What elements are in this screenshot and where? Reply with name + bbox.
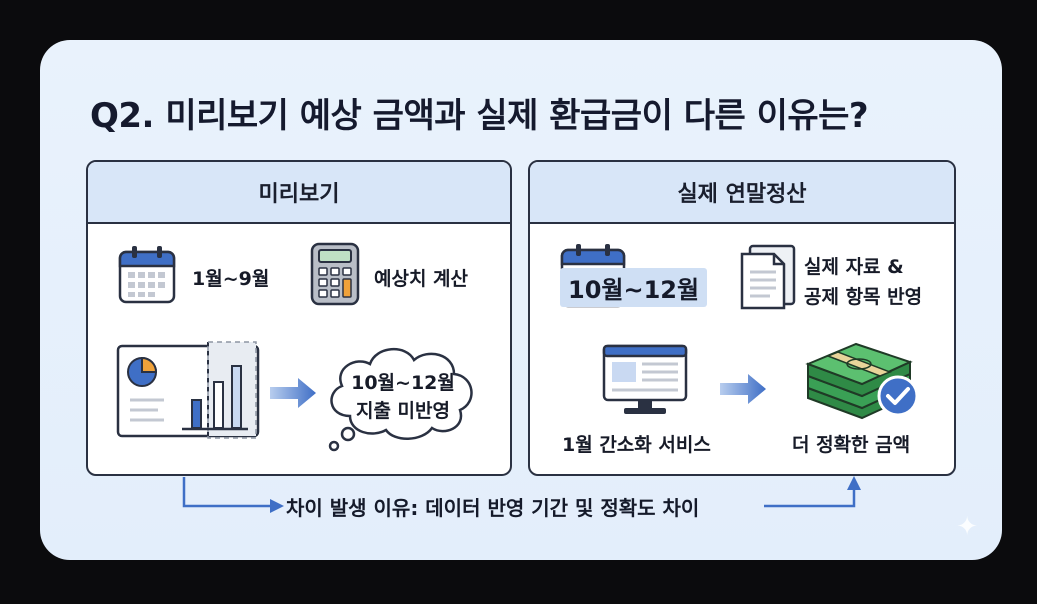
monitor-icon xyxy=(602,344,688,414)
sparkle-icon: ✦ xyxy=(956,512,978,542)
actual-period-label: 10월~12월 xyxy=(560,268,708,307)
calc-label: 예상치 계산 xyxy=(374,268,469,290)
cloud-line-2: 지출 미반영 xyxy=(355,400,450,422)
arrow-right-icon xyxy=(720,374,766,404)
service-label: 1월 간소화 서비스 xyxy=(562,434,711,456)
preview-panel-header: 미리보기 xyxy=(88,162,510,224)
check-badge-icon xyxy=(877,375,919,417)
result-label: 더 정확한 금액 xyxy=(792,434,911,456)
dashboard-chart-icon xyxy=(116,341,260,439)
connector-arrow xyxy=(182,476,861,513)
page-title: Q2. 미리보기 예상 금액과 실제 환급금이 다른 이유는? xyxy=(90,96,869,136)
docs-line-1: 실제 자료 & xyxy=(804,256,904,278)
footer-reason: 차이 발생 이유: 데이터 반영 기간 및 정확도 차이 xyxy=(286,496,700,520)
actual-panel-header: 실제 연말정산 xyxy=(530,162,954,224)
preview-panel: 미리보기 1월~9월 예상치 계산 xyxy=(86,160,512,476)
preview-period-label: 1월~9월 xyxy=(192,268,270,290)
actual-settlement-panel: 실제 연말정산 10월~12월 실제 자료 & 공제 항목 반영 xyxy=(528,160,956,476)
document-icon xyxy=(740,244,796,310)
cloud-line-1: 10월~12월 xyxy=(351,372,455,394)
infographic-card: Q2. 미리보기 예상 금액과 실제 환급금이 다른 이유는? 미리보기 1월~… xyxy=(40,40,1002,560)
thought-cloud-icon xyxy=(328,347,473,452)
docs-line-2: 공제 항목 반영 xyxy=(804,286,923,308)
arrow-right-icon xyxy=(270,378,316,408)
calculator-icon xyxy=(310,242,360,306)
calendar-icon xyxy=(118,246,176,304)
